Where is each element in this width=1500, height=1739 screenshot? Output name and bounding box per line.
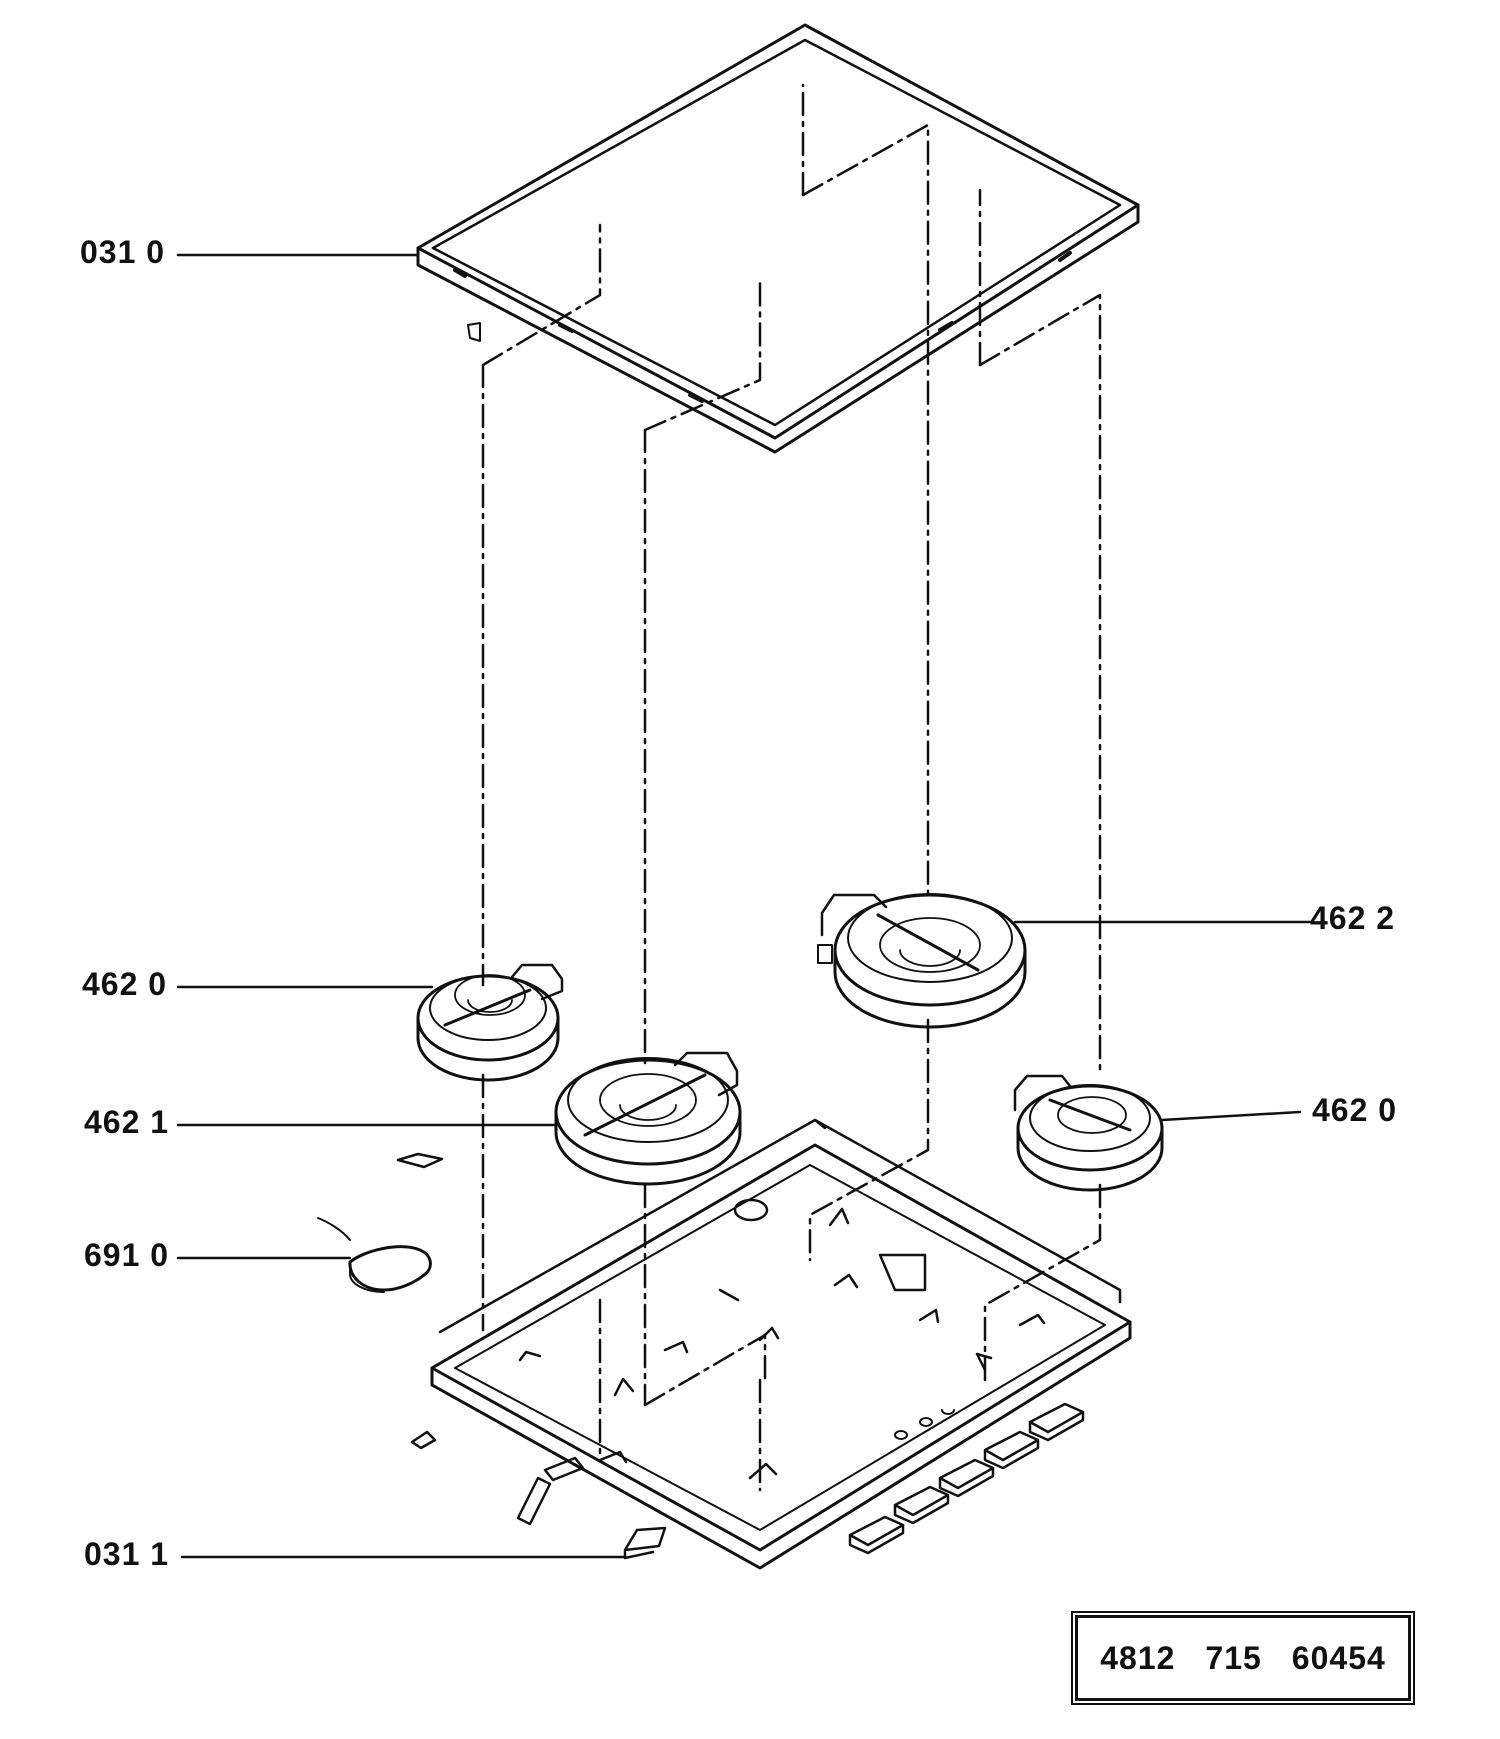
label-burner-right-small: 462 0: [1312, 1092, 1398, 1128]
label-clip: 031 1: [84, 1536, 170, 1572]
radiant-burner-front-left: [554, 1051, 742, 1186]
label-burner-back-right: 462 2: [1310, 900, 1396, 936]
part-number-code-a: 4812: [1100, 1639, 1176, 1676]
part-number-box: 4812 715 60454: [1075, 1615, 1411, 1701]
part-number-code-c: 60454: [1291, 1639, 1386, 1676]
radiant-burner-right-small: [1013, 1074, 1164, 1192]
fastener-clips: [396, 1152, 667, 1560]
radiant-burner-back-right: [817, 893, 1027, 1029]
control-buttons: [848, 1402, 1085, 1555]
radiant-burner-left-small: [416, 963, 564, 1082]
label-sensor: 691 0: [84, 1237, 170, 1273]
hob-base-tray: [430, 1118, 1132, 1570]
label-burner-front-left: 462 1: [84, 1104, 170, 1140]
leader-lines: [176, 253, 1312, 1559]
label-burner-left-small: 462 0: [82, 966, 168, 1002]
label-glass-top: 031 0: [80, 234, 166, 270]
temperature-sensor: [317, 1217, 432, 1293]
part-number-code-b: 715: [1205, 1639, 1262, 1676]
projection-lines: [481, 83, 1102, 1492]
glass-top-panel: [416, 23, 1140, 454]
